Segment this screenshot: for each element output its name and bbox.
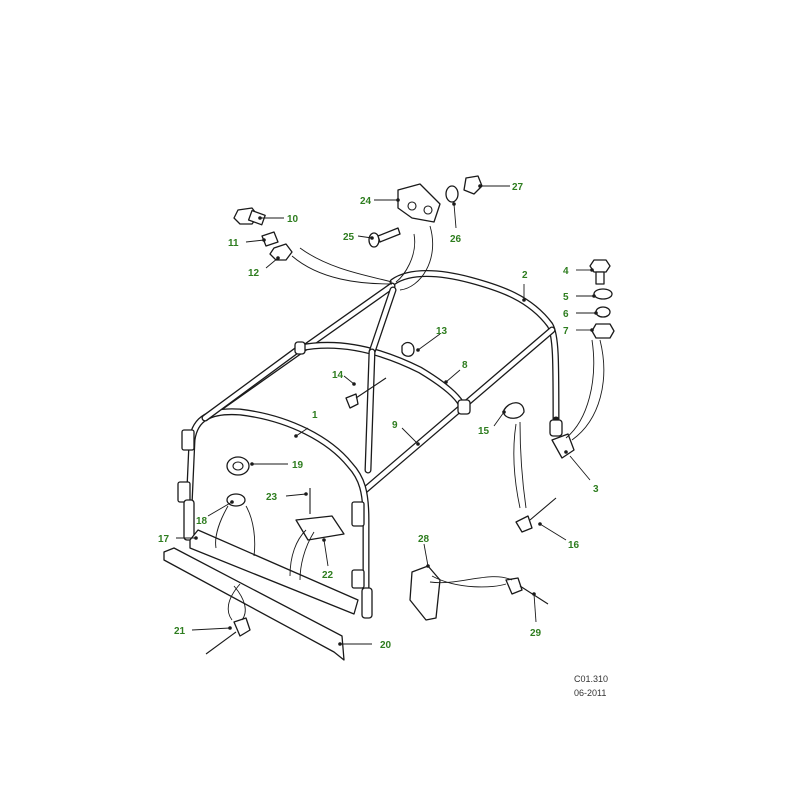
leader-dots xyxy=(194,184,598,646)
frame-leg-end xyxy=(361,587,373,619)
nut-27 xyxy=(463,175,483,195)
callout-13: 13 xyxy=(436,326,448,337)
washer-18 xyxy=(226,493,246,507)
callout-8: 8 xyxy=(462,360,468,371)
callout-labels: 1 2 3 4 5 6 7 8 9 10 11 12 13 14 15 16 1… xyxy=(158,182,599,651)
bolt-4 xyxy=(589,259,611,285)
callout-22: 22 xyxy=(322,570,334,581)
callout-19: 19 xyxy=(292,460,304,471)
callout-18: 18 xyxy=(196,516,208,527)
callout-5: 5 xyxy=(563,292,569,303)
callout-15: 15 xyxy=(478,426,490,437)
bolt-10 xyxy=(233,207,266,226)
callout-3: 3 xyxy=(593,484,599,495)
callout-7: 7 xyxy=(563,326,569,337)
frame-joint xyxy=(549,419,563,437)
frame-bracket xyxy=(351,569,365,589)
diagram-code: C01.310 xyxy=(574,674,609,684)
rivet-16 xyxy=(515,497,557,533)
callout-21: 21 xyxy=(174,626,186,637)
callout-4: 4 xyxy=(563,266,569,277)
square-nut-11 xyxy=(261,231,279,247)
callout-10: 10 xyxy=(287,214,299,225)
frame-bracket xyxy=(351,501,365,527)
spring-washer-6 xyxy=(595,306,611,318)
diagram-date: 06-2011 xyxy=(574,688,607,698)
clip-15 xyxy=(503,402,525,419)
rail-17 xyxy=(189,529,359,615)
callout-14: 14 xyxy=(332,370,344,381)
callout-24: 24 xyxy=(360,196,372,207)
frame-bracket xyxy=(181,429,195,451)
rivet-14 xyxy=(345,377,387,409)
callout-17: 17 xyxy=(158,534,170,545)
callout-1: 1 xyxy=(312,410,318,421)
hinge-24 xyxy=(397,183,441,223)
callout-27: 27 xyxy=(512,182,524,193)
callout-16: 16 xyxy=(568,540,580,551)
callout-12: 12 xyxy=(248,268,260,279)
frame-joint xyxy=(457,399,471,415)
callout-26: 26 xyxy=(450,234,462,245)
washer-26 xyxy=(445,185,459,203)
hood-frame xyxy=(177,270,563,619)
callout-28: 28 xyxy=(418,534,430,545)
bracket-28 xyxy=(409,565,441,621)
rivet-29 xyxy=(505,577,549,605)
frame-joint xyxy=(294,341,306,355)
callout-23: 23 xyxy=(266,492,278,503)
callout-9: 9 xyxy=(392,420,398,431)
frame-bracket xyxy=(177,481,191,503)
callout-20: 20 xyxy=(380,640,392,651)
rivet-21 xyxy=(205,617,251,655)
callout-2: 2 xyxy=(522,270,528,281)
nut-12 xyxy=(269,243,293,261)
leader-lines xyxy=(176,185,605,645)
nut-7 xyxy=(591,323,615,339)
clip-13 xyxy=(401,341,415,357)
washer-5 xyxy=(593,288,613,300)
callout-6: 6 xyxy=(563,309,569,320)
rear-bracket xyxy=(551,433,575,459)
callout-11: 11 xyxy=(228,238,239,249)
callout-29: 29 xyxy=(530,628,542,639)
callout-25: 25 xyxy=(343,232,355,243)
frame-leg-end xyxy=(183,499,195,541)
plate-22 xyxy=(295,515,345,541)
rail-20 xyxy=(163,547,345,661)
eye-bolt-19 xyxy=(226,456,250,476)
